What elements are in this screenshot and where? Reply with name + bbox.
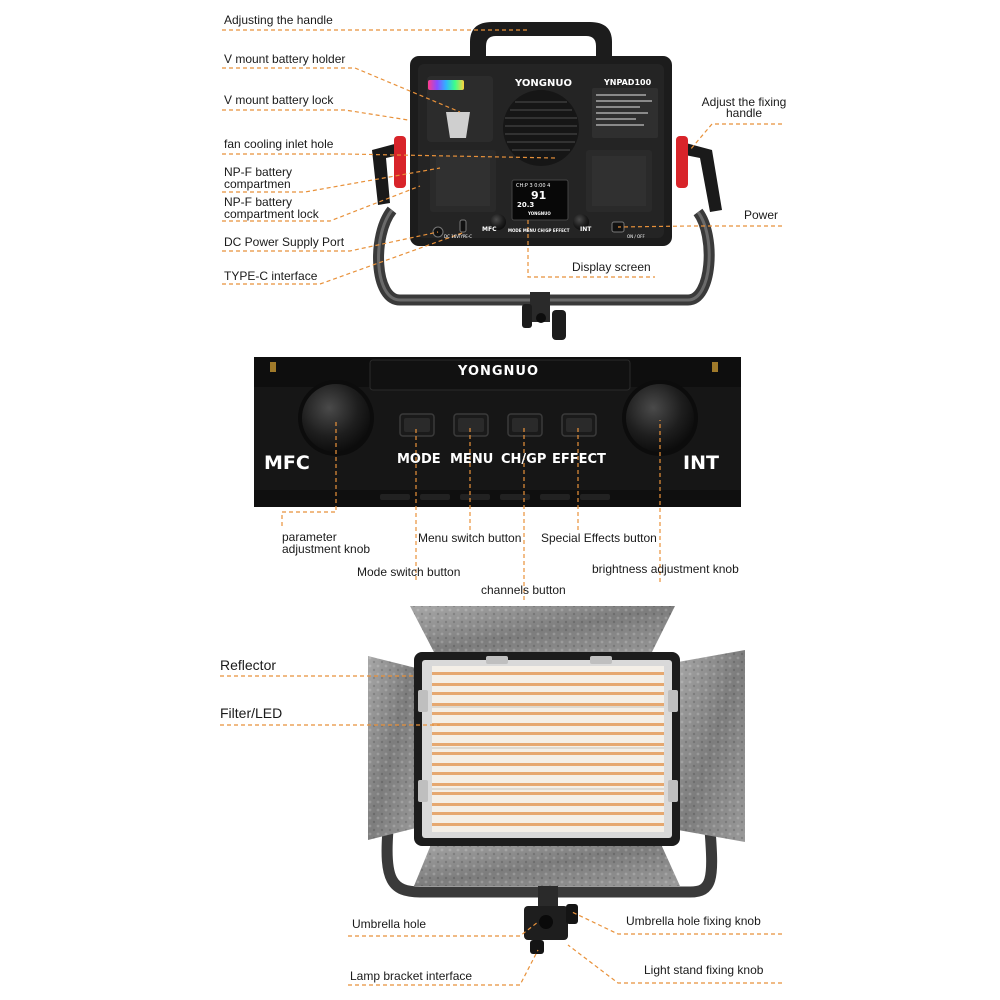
- power-switch-text: ON / OFF: [627, 234, 645, 239]
- right-lever: [680, 142, 722, 212]
- led-array: [432, 666, 664, 832]
- typec-port-text: TYPE-C: [458, 234, 473, 239]
- fan-grille: [503, 90, 579, 166]
- label-type-c: TYPE-C interface: [224, 269, 318, 283]
- screen-brand: YONGNUO: [528, 211, 551, 216]
- rear-model: YNPAD100: [604, 78, 652, 87]
- screen-line-1: CH:P 3 0:00 4: [516, 183, 551, 189]
- label-reflector: Reflector: [220, 657, 277, 673]
- label-umbrella-knob: Umbrella hole fixing knob: [626, 914, 761, 928]
- panel-menu: MENU: [450, 452, 494, 467]
- label-v-mount-holder: V mount battery holder: [224, 52, 346, 66]
- carry-handle: [470, 22, 612, 60]
- control-panel-closeup: [254, 357, 741, 507]
- label-npf-compartment-2: compartmen: [224, 177, 291, 191]
- label-display-screen: Display screen: [572, 260, 651, 274]
- label-dc-port: DC Power Supply Port: [224, 235, 345, 249]
- label-param-knob-1: parameter: [282, 530, 337, 544]
- label-fan-inlet: fan cooling inlet hole: [224, 137, 334, 151]
- panel-brand: YONGNUO: [458, 364, 540, 379]
- rear-view-device: [372, 22, 722, 340]
- label-adjust-fixing-1: Adjust the fixing: [701, 95, 787, 109]
- panel-effect: EFFECT: [552, 452, 606, 467]
- panel-chgp: CH/GP: [501, 452, 547, 467]
- dc-port-text: DC 16V: [444, 234, 459, 239]
- front-view-device: [368, 606, 745, 954]
- label-stand-knob: Light stand fixing knob: [644, 963, 764, 977]
- label-power: Power: [744, 208, 779, 222]
- rear-int-label: INT: [580, 226, 592, 233]
- display-screen: [511, 179, 569, 221]
- panel-int: INT: [683, 452, 719, 474]
- label-umbrella-hole: Umbrella hole: [352, 917, 427, 931]
- label-channels-button: channels button: [481, 583, 566, 597]
- label-menu-button: Menu switch button: [418, 531, 522, 545]
- leader-lines: [220, 29, 782, 986]
- front-mount: [538, 886, 558, 912]
- label-adjust-fixing-2: handle: [725, 106, 763, 120]
- screen-line-3: 20.3: [517, 201, 535, 209]
- label-adjusting-handle: Adjusting the handle: [224, 13, 333, 27]
- left-red-lock: [394, 136, 406, 188]
- panel-mfc: MFC: [264, 452, 310, 474]
- label-mode-button: Mode switch button: [357, 565, 461, 579]
- top-mount: [530, 292, 550, 322]
- label-npf-lock-1: NP-F battery: [224, 195, 293, 209]
- label-v-mount-lock: V mount battery lock: [224, 93, 334, 107]
- rear-brand: YONGNUO: [515, 78, 572, 89]
- label-lamp-bracket: Lamp bracket interface: [350, 969, 473, 983]
- rear-buttons-label: MODE MENU CH/GP EFFECT: [508, 228, 570, 233]
- right-red-lock: [676, 136, 688, 188]
- label-brightness-knob: brightness adjustment knob: [592, 562, 739, 576]
- rear-mfc-label: MFC: [482, 226, 497, 233]
- label-param-knob-2: adjustment knob: [282, 542, 371, 556]
- label-npf-compartment-1: NP-F battery: [224, 165, 293, 179]
- screen-value: 91: [531, 189, 547, 202]
- label-npf-lock-2: compartment lock: [224, 207, 319, 221]
- label-effects-button: Special Effects button: [541, 531, 657, 545]
- left-lever: [372, 142, 404, 205]
- label-filter-led: Filter/LED: [220, 705, 283, 721]
- panel-mode: MODE: [397, 452, 441, 467]
